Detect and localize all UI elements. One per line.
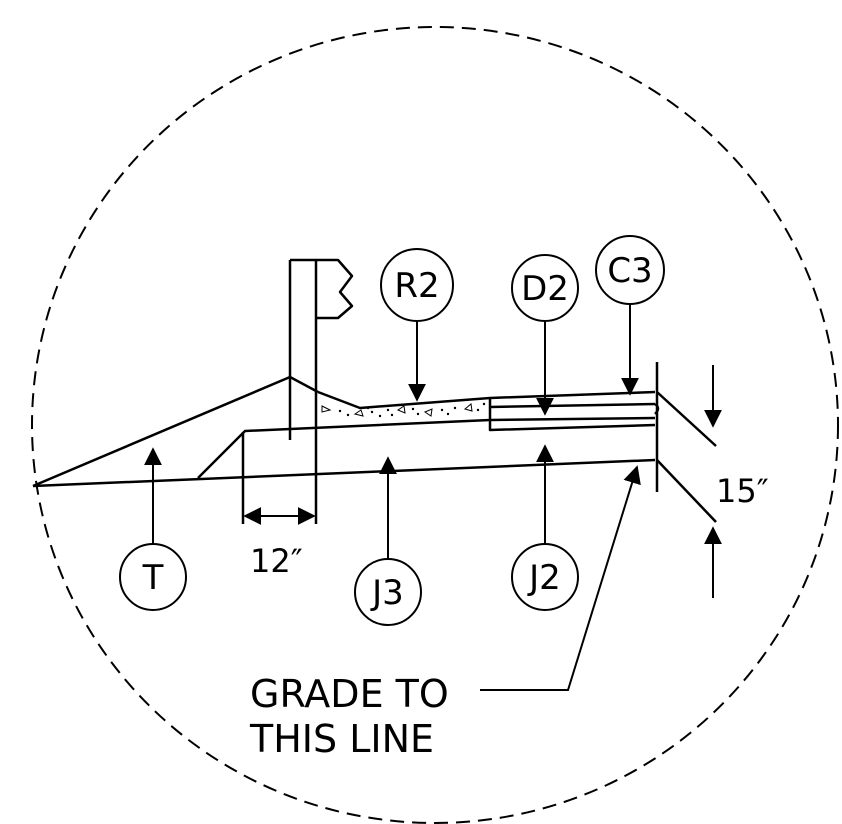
- callout-j2-label: J2: [527, 558, 561, 598]
- shoulder-surface: [317, 390, 656, 410]
- w-beam-rail: [316, 258, 354, 320]
- callout-t-label: T: [142, 558, 164, 598]
- detail-boundary-circle: [31, 26, 839, 824]
- callout-c3-circle: [595, 235, 665, 305]
- callout-r2-label: R2: [394, 266, 439, 306]
- surface-course-line: [489, 402, 656, 409]
- base-course-top: [197, 416, 656, 479]
- callout-j3-label: J3: [370, 573, 404, 613]
- callout-r2-circle: [380, 248, 454, 322]
- pavement-layer: [488, 398, 656, 432]
- callout-d2-label: D2: [521, 269, 569, 309]
- grade-note-line1: GRADE TO: [250, 672, 449, 716]
- callout-j2-circle: [511, 543, 579, 611]
- embankment-slope: [32, 375, 319, 488]
- dim15-extension-bottom: [656, 459, 717, 523]
- dim-12-label: 12″: [250, 542, 303, 580]
- aggregate-fill: [321, 402, 486, 418]
- grade-line: [32, 458, 656, 488]
- grade-note-leader: [480, 465, 641, 691]
- break-mark: [654, 402, 660, 415]
- callout-d2-circle: [511, 254, 579, 322]
- callout-j3-circle: [354, 558, 422, 626]
- callout-c3-label: C3: [607, 251, 652, 291]
- dim15-extension-top: [656, 391, 717, 447]
- callout-t-circle: [119, 543, 187, 611]
- grade-note-line2: THIS LINE: [249, 717, 434, 761]
- dim-15-label: 15″: [716, 472, 769, 510]
